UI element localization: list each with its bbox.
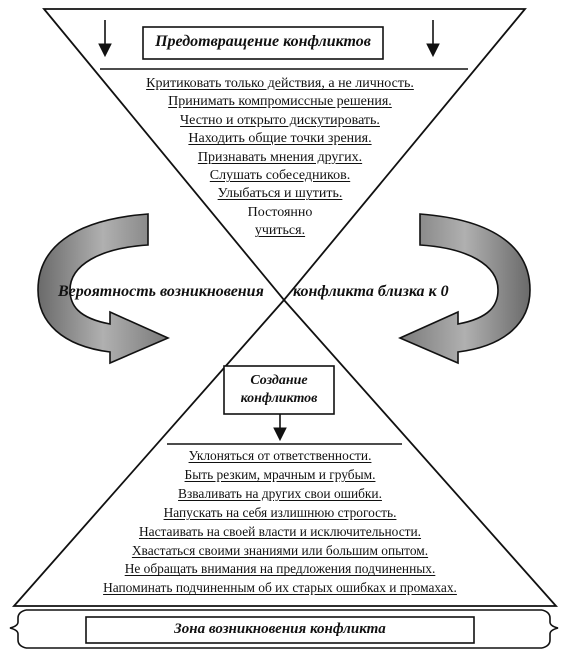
top-triangle (42, 8, 527, 302)
list-item: Быть резким, мрачным и грубым. (184, 466, 376, 482)
list-item: Принимать компромиссные решения. (168, 94, 392, 110)
list-item: учиться. (254, 223, 306, 239)
probability-label-right: конфликта близка к 0 (293, 283, 449, 300)
list-item: Улыбаться и шутить. (217, 186, 343, 202)
list-item: Взваливать на других свои ошибки. (178, 485, 382, 501)
list-item: Не обращать внимания на предложения подч… (124, 561, 436, 577)
header-box (142, 26, 384, 60)
footer-title: Зона возникновения конфликта (174, 621, 386, 637)
list-item: Хвастаться своими знаниями или большим о… (131, 542, 429, 558)
down-arrow-icon (426, 20, 440, 58)
prevention-list: Критиковать только действия, а не личнос… (130, 75, 430, 241)
down-arrow-icon (98, 20, 112, 58)
list-item: Слушать собеседников. (209, 168, 351, 184)
probability-label-left: Вероятность возникновения (58, 283, 264, 300)
down-arrow-icon (273, 414, 287, 442)
list-item: Признавать мнения других. (197, 149, 363, 165)
list-item: Честно и открыто дискутировать. (180, 112, 380, 128)
list-item: Находить общие точки зрения. (188, 131, 372, 147)
curved-arrow-right-icon (398, 213, 531, 365)
creation-title: Создание конфликтов (240, 373, 318, 406)
conflict-behaviors-list: Уклоняться от ответственности. Быть резк… (100, 447, 460, 598)
list-item: Напускать на себя излишнюю строгость. (163, 504, 397, 520)
creation-box (223, 365, 335, 415)
list-item: Постоянно (247, 204, 313, 220)
footer-box (85, 616, 475, 644)
curved-arrow-left-icon (37, 213, 170, 365)
list-item: Уклоняться от ответственности. (188, 448, 372, 463)
header-title: Предотвращение конфликтов (155, 33, 371, 50)
list-item: Критиковать только действия, а не личнос… (146, 76, 414, 91)
list-item: Настаивать на своей власти и исключитель… (138, 523, 422, 539)
list-item: Напоминать подчиненным об их старых ошиб… (103, 580, 457, 596)
bottom-triangle (12, 298, 559, 607)
footer-bracket (9, 609, 559, 649)
